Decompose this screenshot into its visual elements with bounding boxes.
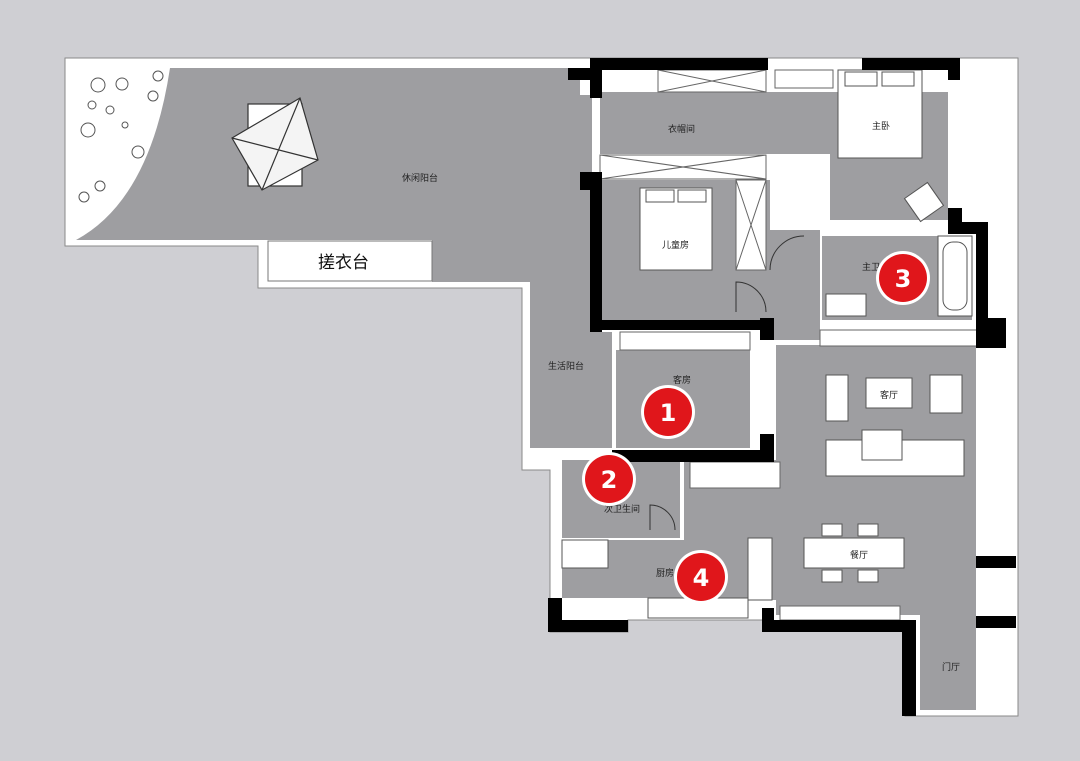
garden-plants [78,70,164,203]
label-master-bedroom: 主卧 [872,120,890,132]
dining-set [803,523,905,583]
svg-text:1: 1 [660,399,677,427]
armchair [903,181,945,223]
leisure-balcony-floor [76,68,612,448]
label-dining-room: 餐厅 [850,549,868,561]
svg-text:4: 4 [693,564,710,592]
svg-text:3: 3 [895,265,912,293]
hall-floor [770,230,820,340]
living-furniture [825,374,965,477]
label-guest-room: 客房 [673,374,691,386]
kitchen-fixtures [561,537,773,619]
doors [649,235,805,531]
parasol-table [231,97,319,191]
label-laundry-table: 搓衣台 [318,253,369,273]
master-bath-fixtures [825,235,973,317]
label-cloakroom: 衣帽间 [668,123,695,135]
master-bed [837,69,923,159]
svg-text:2: 2 [601,466,618,494]
label-leisure-balcony: 休闲阳台 [402,172,438,184]
label-living-balcony: 生活阳台 [548,360,584,372]
marker-2: 2 [582,452,636,506]
label-living-room: 客厅 [880,389,898,401]
marker-1: 1 [641,385,695,439]
label-kids-room: 儿童房 [662,239,689,251]
entrance-floor [920,600,976,710]
walls [548,58,1016,716]
marker-3: 3 [876,251,930,305]
wardrobes [599,69,989,621]
label-entrance: 门厅 [942,661,960,673]
label-second-bath: 次卫生间 [604,503,640,515]
label-kitchen: 厨房 [656,567,674,579]
marker-4: 4 [674,550,728,604]
laundry-table [267,240,433,282]
kids-bed [639,187,713,271]
label-master-bath: 主卫 [862,261,880,273]
